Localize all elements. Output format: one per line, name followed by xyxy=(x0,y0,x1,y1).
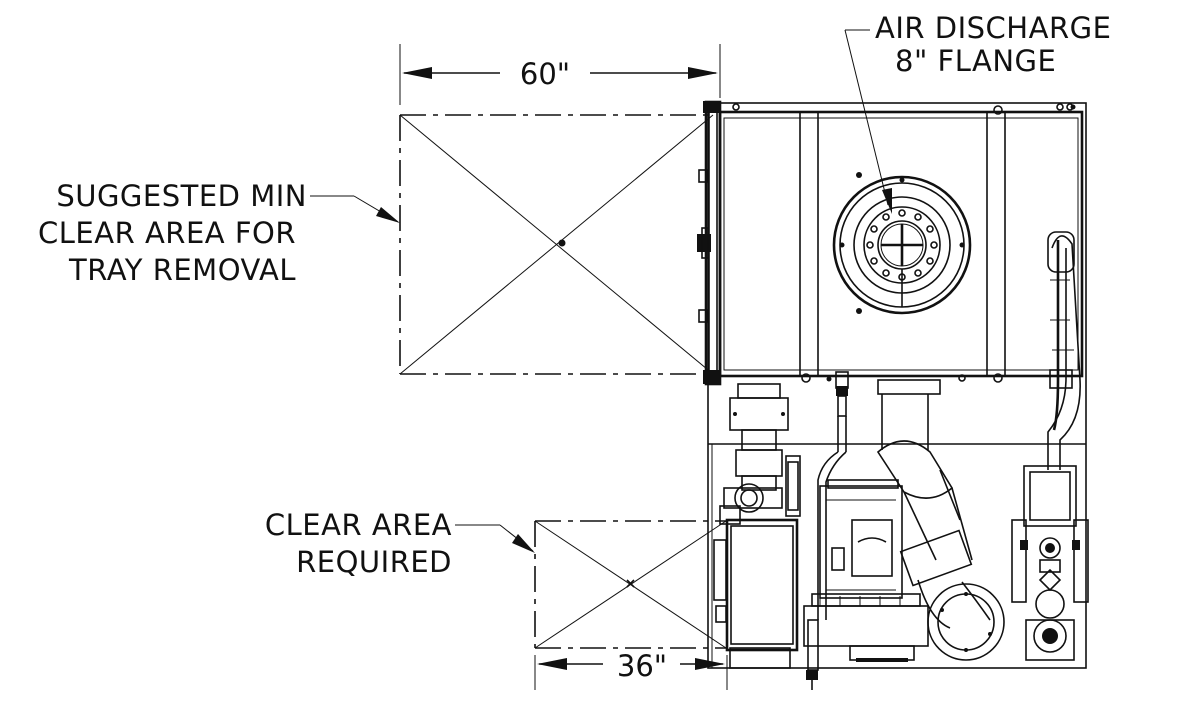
callout-leaders xyxy=(310,29,892,553)
clear-area-line-1: CLEAR AREA xyxy=(265,508,452,542)
clear-area-line-2: REQUIRED xyxy=(296,545,452,579)
dimension-36-label: 36" xyxy=(617,649,667,683)
supply-line xyxy=(806,371,849,690)
dimension-36in: 36" xyxy=(534,649,728,690)
dimension-60in: 60" xyxy=(399,44,721,105)
air-discharge-line-2: 8" FLANGE xyxy=(895,44,1056,78)
air-discharge-flange xyxy=(832,175,972,315)
flexible-hose xyxy=(1047,231,1081,470)
blower-motor xyxy=(819,479,903,599)
air-discharge-line-1: AIR DISCHARGE xyxy=(875,11,1111,45)
dimension-60-label: 60" xyxy=(520,57,570,91)
clear-area-callout: CLEAR AREA REQUIRED xyxy=(265,508,452,579)
unit-frame xyxy=(707,102,1087,669)
right-pump-assembly xyxy=(1011,465,1089,661)
pump-column xyxy=(719,383,789,525)
air-discharge-callout: AIR DISCHARGE 8" FLANGE xyxy=(875,11,1111,78)
tray-removal-clear-area xyxy=(399,114,714,375)
required-clear-area xyxy=(534,520,727,649)
base-manifold xyxy=(803,593,929,662)
tray-removal-line-3: TRAY REMOVAL xyxy=(68,253,296,287)
control-box xyxy=(713,455,801,669)
tray-removal-line-2: CLEAR AREA FOR xyxy=(38,216,296,250)
tray-removal-callout: SUGGESTED MIN CLEAR AREA FOR TRAY REMOVA… xyxy=(38,179,307,287)
tray-cabinet xyxy=(697,100,1084,386)
tray-removal-line-1: SUGGESTED MIN xyxy=(56,179,307,213)
discharge-pipe-elbow xyxy=(876,379,1005,661)
